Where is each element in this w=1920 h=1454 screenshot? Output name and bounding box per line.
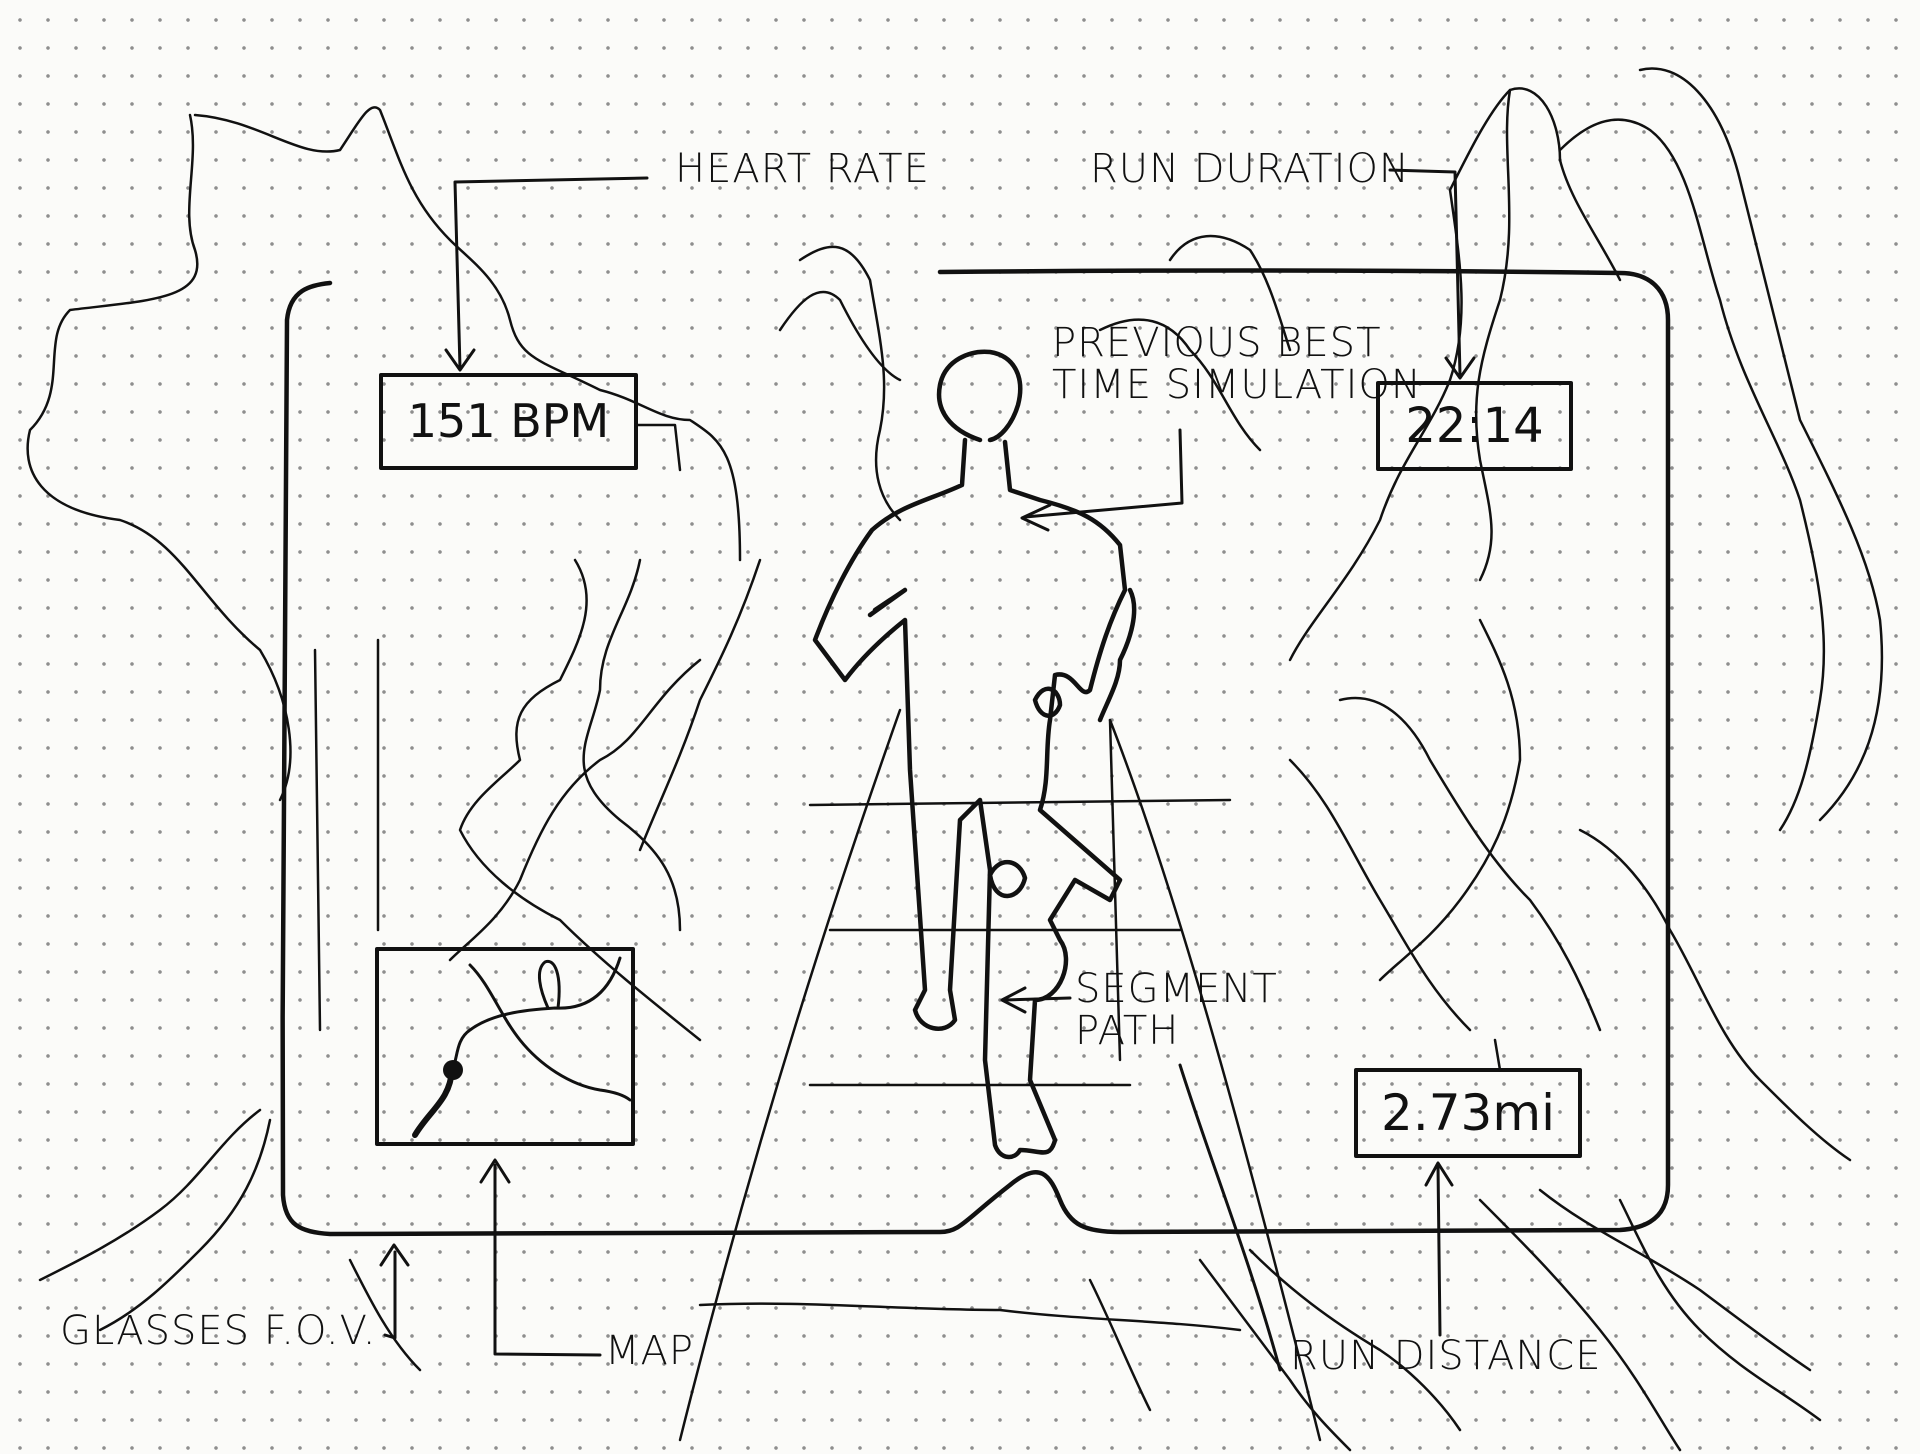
run-distance-label: RUN DISTANCE <box>1290 1333 1602 1379</box>
run-distance-value: 2.73mi <box>1381 1084 1555 1142</box>
heart-rate-callout <box>379 176 682 472</box>
segment-path-label: SEGMENT PATH <box>1075 968 1295 1052</box>
heart-rate-value: 151 BPM <box>407 394 610 448</box>
glasses-fov-label: GLASSES F.O.V. <box>60 1308 377 1354</box>
glasses-fov-frame <box>280 268 1671 1237</box>
run-duration-box <box>1376 381 1573 471</box>
mountain-contours <box>26 67 1884 1452</box>
heart-rate-label: HEART RATE <box>675 146 930 192</box>
segment-path-label-line1: SEGMENT <box>1075 966 1278 1012</box>
arrowhead <box>1444 356 1476 380</box>
map-box <box>375 947 635 1146</box>
segment-progress <box>412 1067 455 1138</box>
arrowhead <box>1020 503 1052 532</box>
run-distance-callout <box>1354 1038 1582 1337</box>
arrowhead <box>444 348 476 372</box>
previous-best-label: PREVIOUS BEST TIME SIMULATION <box>1052 322 1432 406</box>
bottom-leaders <box>313 638 602 1357</box>
arrowhead <box>379 1243 410 1267</box>
arrowhead <box>1000 986 1027 1014</box>
runner-silhouette <box>812 349 1137 1160</box>
map-label: MAP <box>605 1328 694 1374</box>
map-callout <box>375 947 635 1146</box>
arrowhead <box>479 1158 511 1184</box>
segment-path-leader <box>1000 986 1282 1372</box>
running-track <box>678 708 1322 1442</box>
previous-best-leader <box>1020 428 1184 532</box>
segment-path-label-line2: PATH <box>1075 1008 1180 1054</box>
heart-rate-box <box>379 373 638 470</box>
run-distance-box <box>1354 1068 1582 1158</box>
current-position-marker <box>443 1060 463 1080</box>
map-route <box>450 956 622 1072</box>
previous-best-label-line2: TIME SIMULATION <box>1052 362 1422 408</box>
run-duration-callout <box>1376 168 1573 471</box>
previous-best-label-line1: PREVIOUS BEST <box>1052 320 1382 366</box>
arrowhead <box>1424 1161 1454 1187</box>
run-duration-label: RUN DURATION <box>1090 146 1410 192</box>
run-duration-value: 22:14 <box>1405 398 1544 454</box>
